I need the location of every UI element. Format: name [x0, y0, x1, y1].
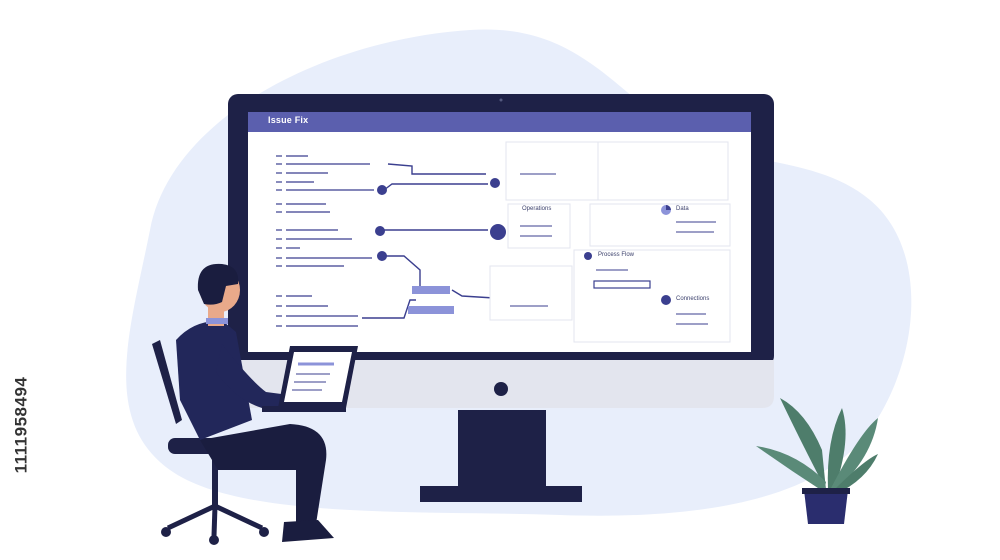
monitor-neck: [458, 410, 546, 488]
phone-icon: [490, 224, 506, 240]
card-label-process-flow: Process Flow: [598, 252, 635, 258]
connector-lines: [362, 163, 495, 319]
user-icon: [661, 295, 671, 305]
card-lines: [510, 173, 716, 325]
laptop: [262, 346, 358, 412]
node-icon: [377, 185, 387, 195]
highlight-block: [412, 286, 450, 294]
side-id-text: 1111958494: [11, 376, 31, 473]
home-icon: [584, 252, 592, 260]
screen-title: Issue Fix: [268, 115, 309, 125]
highlight-block: [408, 306, 454, 314]
node-icon: [490, 178, 500, 188]
card-label-connections: Connections: [676, 296, 710, 302]
card-label-operations: Operations: [522, 206, 552, 212]
progress-field: [593, 280, 651, 289]
potted-plant: [756, 398, 878, 524]
card-label-data: Data: [676, 206, 689, 212]
monitor-base: [420, 486, 582, 502]
flow-list: [276, 155, 374, 327]
node-icon: [375, 226, 385, 236]
screen-cards: [489, 141, 731, 343]
screen-title-bar: [248, 112, 751, 132]
check-icon: [377, 251, 387, 261]
camera-icon: [499, 98, 503, 102]
person: [176, 263, 334, 542]
power-button-icon: [494, 382, 508, 396]
